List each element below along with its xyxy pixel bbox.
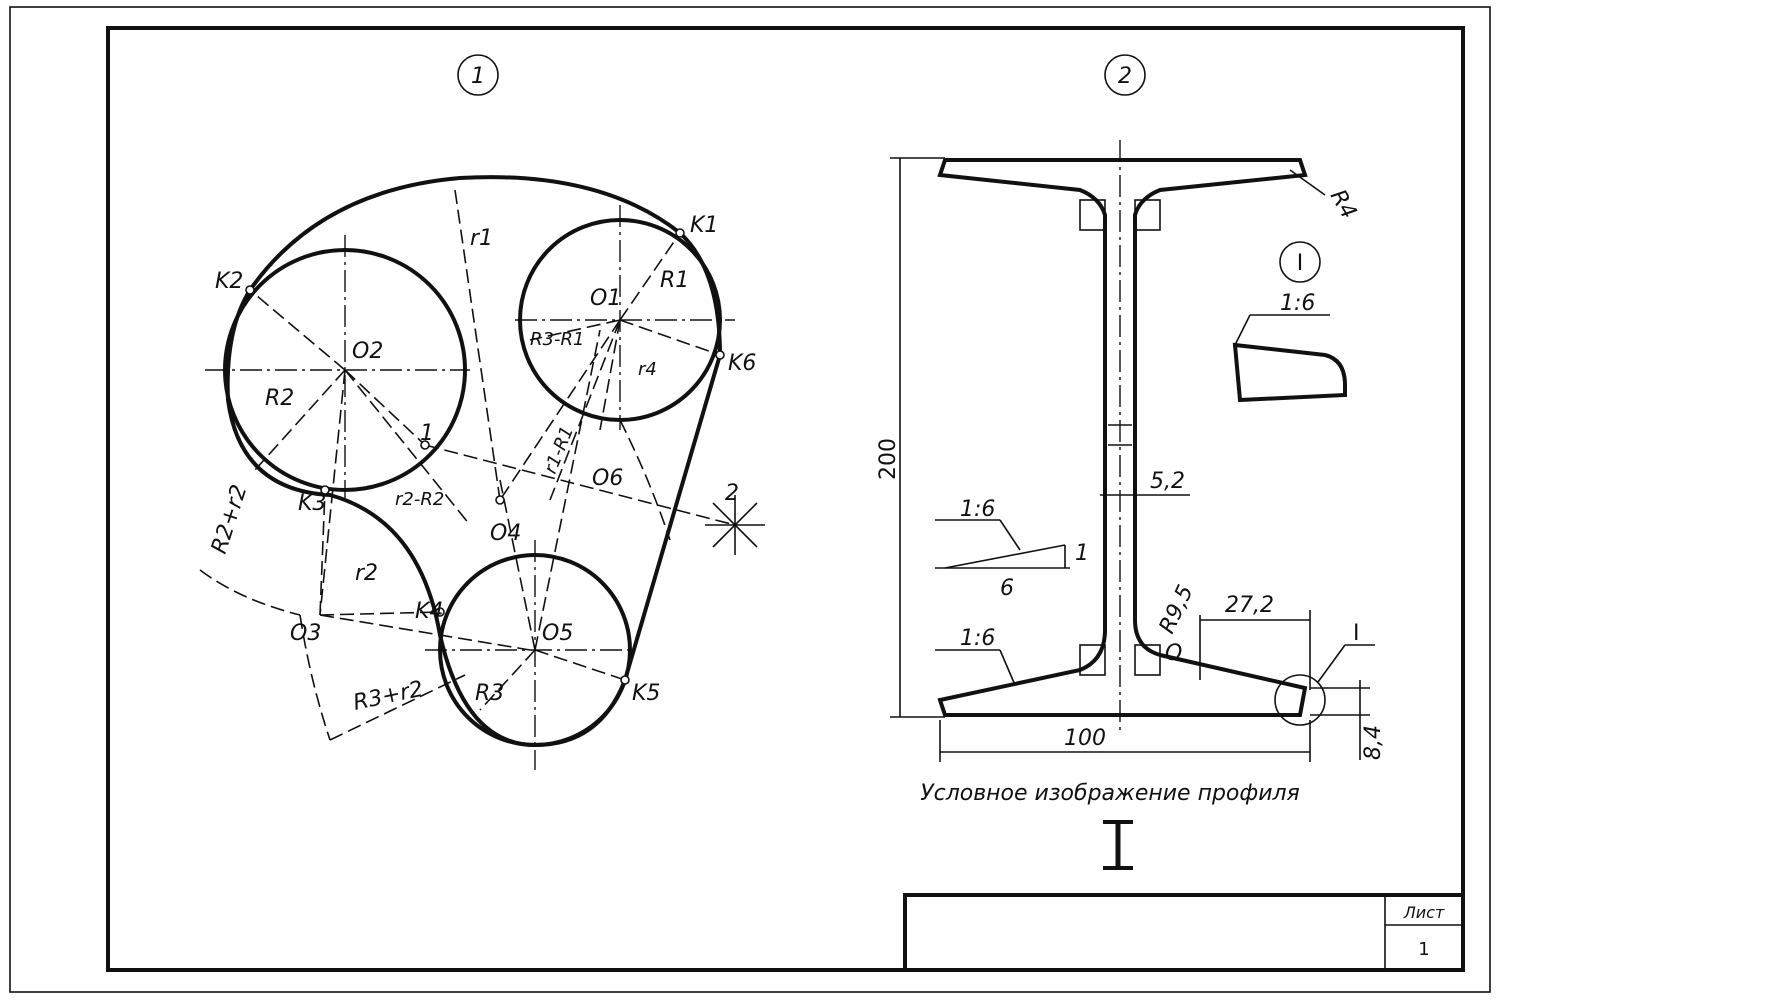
fillet-top-right xyxy=(1134,199,1161,231)
fillet-top-left xyxy=(1079,199,1106,231)
dim-edge-radius: R4 xyxy=(1325,186,1361,224)
detail-slope-leader xyxy=(1234,314,1251,346)
view-2: 2 200 100 5,2 R9,5 O 27,2 xyxy=(876,54,1386,870)
dim-edge-radius-leader xyxy=(1289,169,1326,196)
fillet-bottom-left xyxy=(1079,644,1106,676)
label-k3: K3 xyxy=(298,491,326,516)
view-2-number: 2 xyxy=(1118,64,1132,89)
label-k1: K1 xyxy=(690,213,718,238)
label-point-2: 2 xyxy=(725,481,739,506)
view-1-number: 1 xyxy=(471,64,485,89)
title-block-frame xyxy=(903,893,1465,972)
outer-frame xyxy=(9,6,1491,993)
dim-r3-minus-r1: R3-R1 xyxy=(530,329,584,350)
slope-flange-label: 1:6 xyxy=(960,626,995,651)
arc-r3-plus-r2 xyxy=(299,614,331,741)
label-o1: O1 xyxy=(590,286,621,311)
dim-offset: 27,2 xyxy=(1225,593,1274,618)
detail-callout-leader xyxy=(1317,644,1346,683)
sheet-number: 1 xyxy=(1418,939,1429,960)
view-1: 1 xyxy=(199,54,765,770)
dim-rr1: r1 xyxy=(470,226,493,251)
label-k6: K6 xyxy=(728,351,756,376)
detail-slope: 1:6 xyxy=(1280,291,1315,316)
dim-rr2-minus-r2: r2-R2 xyxy=(395,489,444,510)
label-o4: O4 xyxy=(490,521,521,546)
arc-r2-plus-r2 xyxy=(199,569,301,616)
slope-rise: 1 xyxy=(1075,541,1089,566)
dim-r3-plus-rr2: R3+r2 xyxy=(351,677,425,716)
slope-label-leader xyxy=(999,519,1021,551)
view-2-number-circle xyxy=(1104,54,1146,96)
slope-base: 6 xyxy=(1000,576,1014,601)
ibeam-symbol-icon xyxy=(1103,820,1133,870)
profile-caption: Условное изображение профиля xyxy=(920,781,1300,806)
dim-width: 100 xyxy=(1064,726,1106,751)
cam-outline xyxy=(225,175,723,748)
ibeam-profile xyxy=(937,158,1308,717)
slope-label-top: 1:6 xyxy=(960,497,995,522)
detail-number-circle xyxy=(1279,241,1321,283)
dim-r2: R2 xyxy=(265,386,294,411)
label-o6: O6 xyxy=(592,466,623,491)
detail-profile xyxy=(1232,342,1347,403)
sheet-label: Лист xyxy=(1403,903,1445,922)
dim-point-o: O xyxy=(1165,641,1182,666)
slope-incline xyxy=(944,544,1066,569)
dim-r2-plus-rr2: R2+r2 xyxy=(207,482,253,557)
view-1-number-circle xyxy=(457,54,499,96)
dim-thickness: 8,4 xyxy=(1361,725,1386,760)
dim-flange-radius: R9,5 xyxy=(1155,581,1199,637)
inner-frame xyxy=(106,26,1465,972)
dim-r1: R1 xyxy=(660,268,689,293)
dim-r3: R3 xyxy=(475,681,504,706)
detail-callout-circle xyxy=(1274,674,1326,726)
label-point-1: 1 xyxy=(420,421,434,446)
label-o3: O3 xyxy=(290,621,321,646)
dim-r4: r4 xyxy=(638,359,657,380)
construction-lines xyxy=(249,189,736,741)
dim-height: 200 xyxy=(876,438,901,480)
label-k4: K4 xyxy=(415,599,443,624)
point-2-mark xyxy=(705,495,765,555)
dim-web: 5,2 xyxy=(1150,469,1185,494)
fillet-bottom-right xyxy=(1134,644,1161,676)
label-k2: K2 xyxy=(215,269,243,294)
title-block: Лист 1 xyxy=(903,893,1465,972)
arc-r1 xyxy=(619,419,671,541)
label-o5: O5 xyxy=(542,621,573,646)
dim-rr2: r2 xyxy=(355,561,378,586)
label-o2: O2 xyxy=(352,339,383,364)
detail-callout-label: I xyxy=(1353,621,1360,646)
point-markers xyxy=(245,228,725,685)
slope-flange-leader xyxy=(999,649,1016,686)
detail-number: I xyxy=(1297,251,1304,276)
label-k5: K5 xyxy=(632,681,660,706)
